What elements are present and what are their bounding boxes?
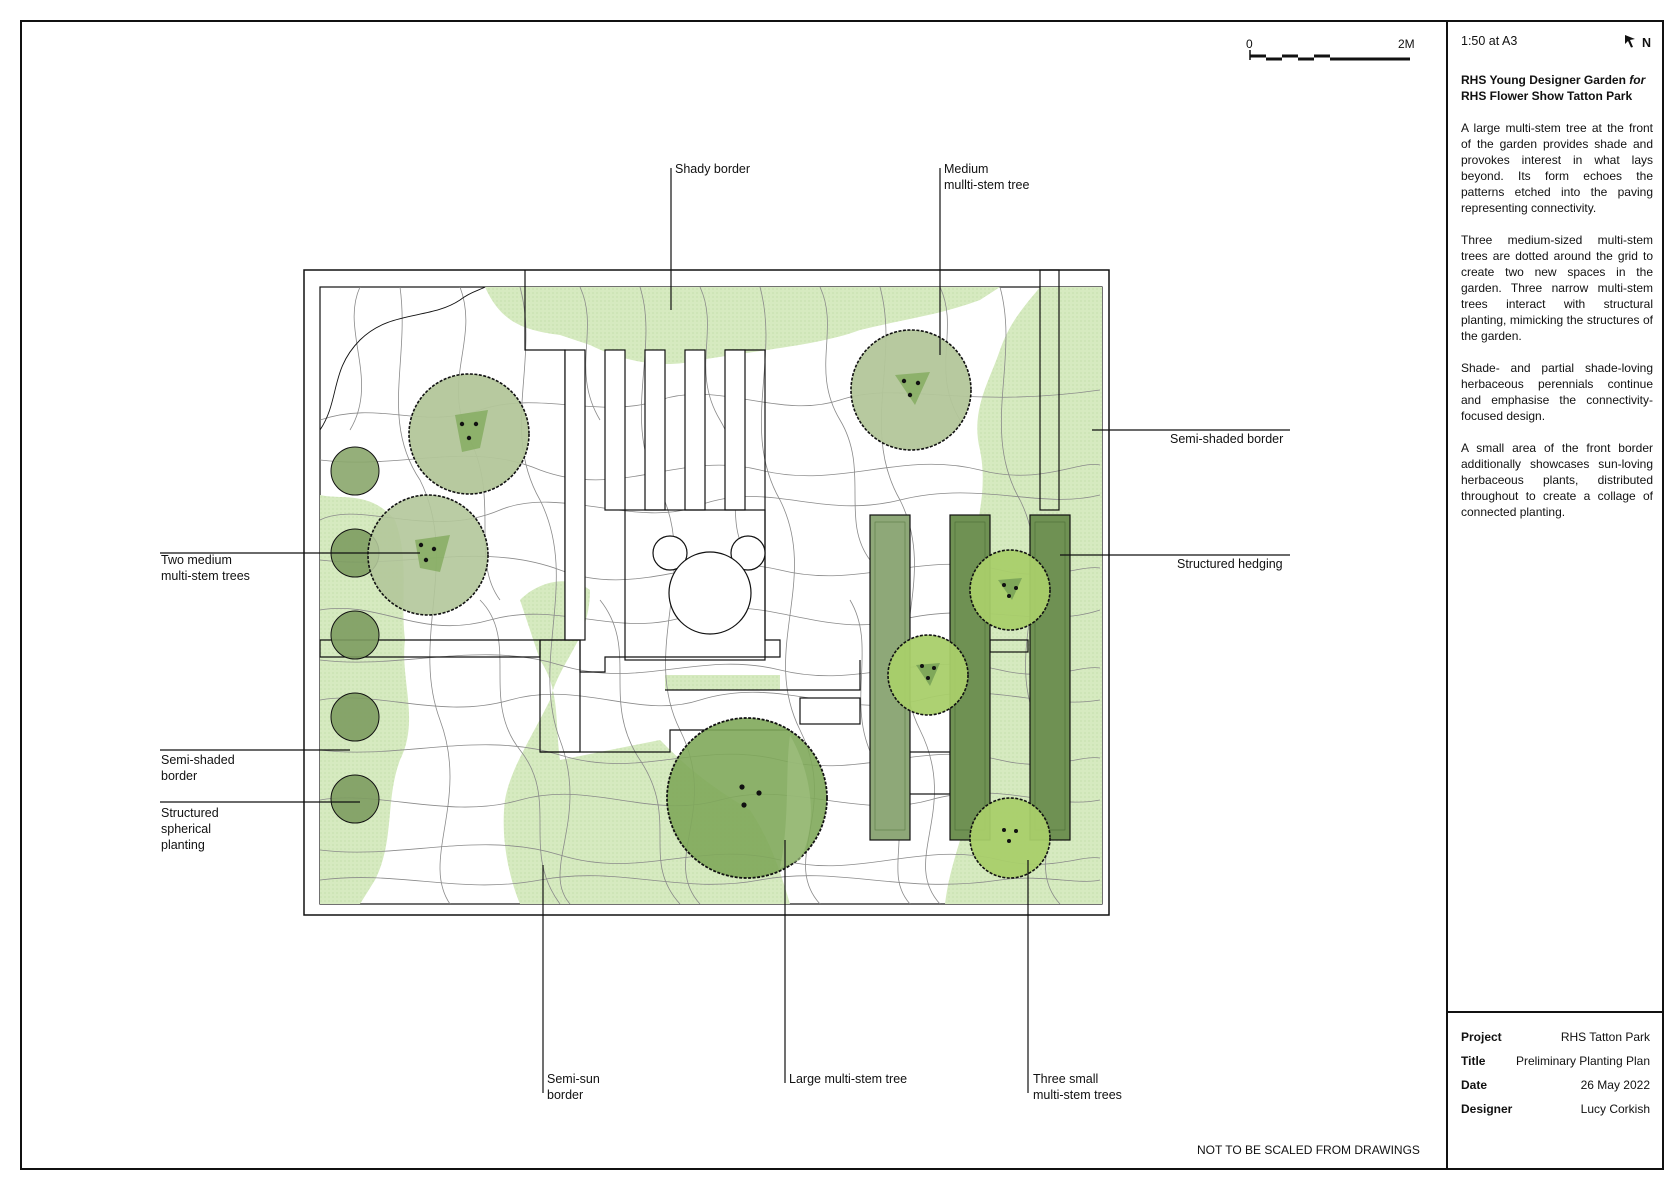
callout-structured-spherical: Structured spherical planting <box>161 806 219 852</box>
north-indicator: N <box>1624 34 1651 51</box>
meta-row-title: Title Preliminary Planting Plan <box>1447 1049 1664 1073</box>
meta-value: Preliminary Planting Plan <box>1515 1054 1650 1068</box>
title-block-panel: 1:50 at A3 N RHS Young Designer Garden f… <box>1447 20 1664 1170</box>
lawn-edge <box>320 287 486 431</box>
meta-row-designer: Designer Lucy Corkish <box>1447 1097 1664 1121</box>
small-trees <box>887 549 1051 879</box>
design-description: A large multi-stem tree at the front of … <box>1461 120 1653 536</box>
drawing-sheet <box>20 20 1664 1170</box>
heading-part-1: RHS Young Designer Garden <box>1461 73 1630 87</box>
north-label: N <box>1641 35 1651 50</box>
center-green-strip <box>665 675 780 690</box>
description-paragraph: Three medium-sized multi-stem trees are … <box>1461 233 1653 343</box>
spherical-planting <box>330 446 380 824</box>
description-paragraph: A large multi-stem tree at the front of … <box>1461 121 1653 215</box>
callout-two-medium-trees: Two medium multi-stem trees <box>161 553 250 583</box>
north-arrow-icon <box>1624 34 1636 51</box>
meta-key: Designer <box>1461 1102 1513 1116</box>
meta-value: 26 May 2022 <box>1580 1078 1650 1092</box>
meta-key: Project <box>1461 1030 1502 1044</box>
callout-structured-hedging: Structured hedging <box>1177 557 1283 571</box>
callout-semi-sun-border: Semi-sun border <box>547 1072 600 1102</box>
shady-border-area <box>485 287 1000 365</box>
title-block-meta: Project RHS Tatton Park Title Preliminar… <box>1447 1011 1664 1121</box>
leader-lines <box>160 168 1290 1093</box>
small-tree-3 <box>969 797 1051 879</box>
panel-header: 1:50 at A3 N <box>1461 34 1651 51</box>
description-paragraph: A small area of the front border additio… <box>1461 441 1653 519</box>
meta-value: RHS Tatton Park <box>1560 1030 1650 1044</box>
paving-structure <box>319 269 1060 795</box>
fountain <box>652 535 766 635</box>
meta-key: Date <box>1461 1078 1488 1092</box>
callout-medium-tree: Medium mullti-stem tree <box>944 162 1030 192</box>
drawing-scale: 1:50 at A3 <box>1461 34 1518 48</box>
meta-key: Title <box>1461 1054 1486 1068</box>
description-paragraph: Shade- and partial shade-loving herbaceo… <box>1461 361 1653 423</box>
callout-large-tree: Large multi-stem tree <box>789 1072 908 1086</box>
tree-stems <box>418 378 1018 843</box>
callout-semi-shaded-border-left: Semi-shaded border <box>161 753 235 783</box>
meta-row-project: Project RHS Tatton Park <box>1447 1025 1664 1049</box>
disclaimer-note: NOT TO BE SCALED FROM DRAWINGS <box>1197 1143 1420 1157</box>
callout-shady-border: Shady border <box>675 162 751 176</box>
meta-row-date: Date 26 May 2022 <box>1447 1073 1664 1097</box>
heading-part-2: RHS Flower Show Tatton Park <box>1461 89 1633 103</box>
callout-three-small-trees: Three small multi-stem trees <box>1033 1072 1122 1102</box>
callout-semi-shaded-border-right: Semi-shaded border <box>1170 432 1284 446</box>
scale-start-label: 0 <box>1246 37 1253 51</box>
scale-bar <box>1249 50 1410 61</box>
meta-value: Lucy Corkish <box>1580 1102 1650 1116</box>
scale-end-label: 2M <box>1398 37 1415 51</box>
heading-for: for <box>1629 73 1646 87</box>
